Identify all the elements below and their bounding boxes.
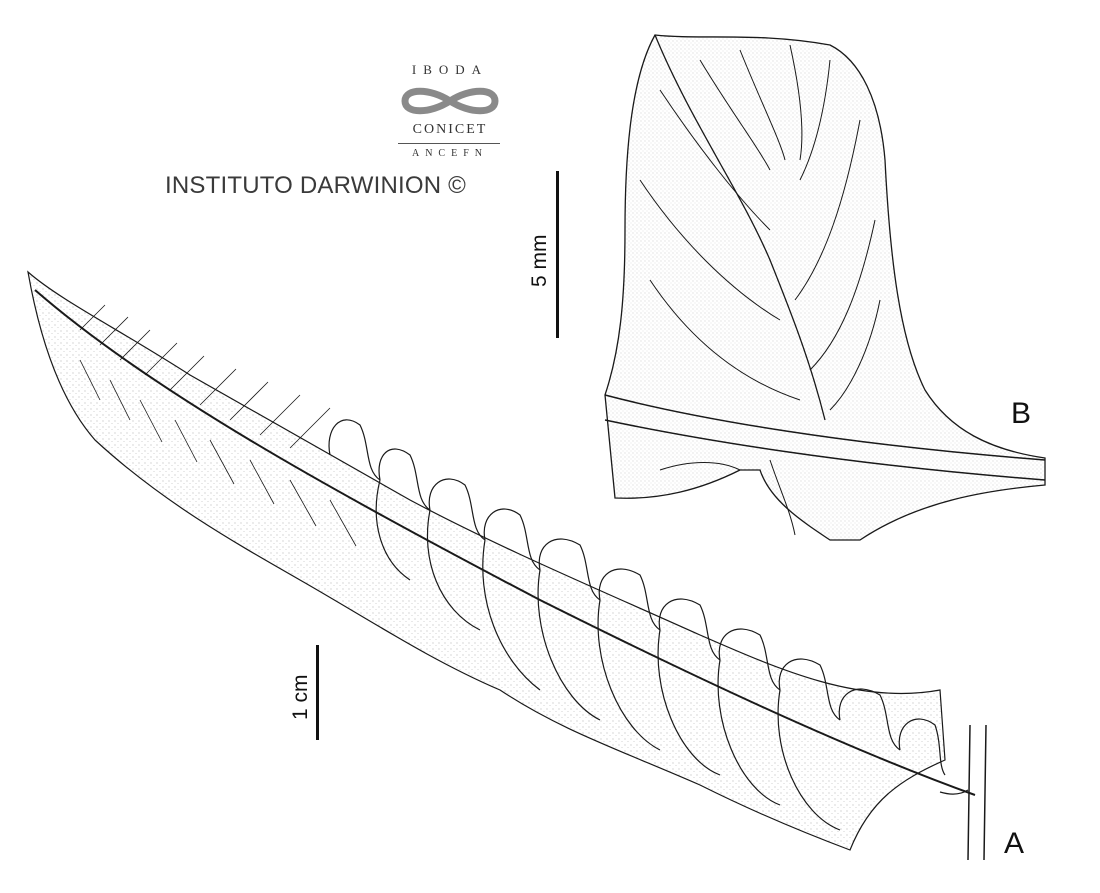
panel-label-b: B [1011, 397, 1032, 430]
logo-ancefn-text: ANCEFN [411, 148, 488, 159]
institute-credit: INSTITUTO DARWINION © [165, 172, 467, 199]
scale-bar-detail [556, 171, 559, 338]
panel-label-a: A [1004, 827, 1025, 860]
logo-divider [398, 143, 500, 144]
upper-pinnae [328, 419, 946, 776]
detail-blade [604, 34, 1046, 541]
detail-veins [639, 44, 881, 536]
detail-drawing [604, 34, 1046, 541]
frond-stipe [967, 724, 987, 861]
frond-outline [27, 270, 946, 851]
scale-bar-frond [316, 645, 319, 740]
scale-label-frond: 1 cm [289, 674, 312, 720]
logo-infinity-icon [401, 87, 499, 115]
frond-veins [79, 304, 357, 547]
frond-drawing [27, 270, 987, 861]
scale-label-detail: 5 mm [528, 234, 551, 288]
detail-midrib [654, 34, 826, 421]
lower-pinnae [375, 479, 841, 831]
logo-conicet-text: CONICET [412, 122, 488, 137]
logo-iboda-text: IBODA [411, 62, 489, 77]
detail-costa [604, 394, 1046, 481]
frond-rachis [34, 289, 976, 796]
